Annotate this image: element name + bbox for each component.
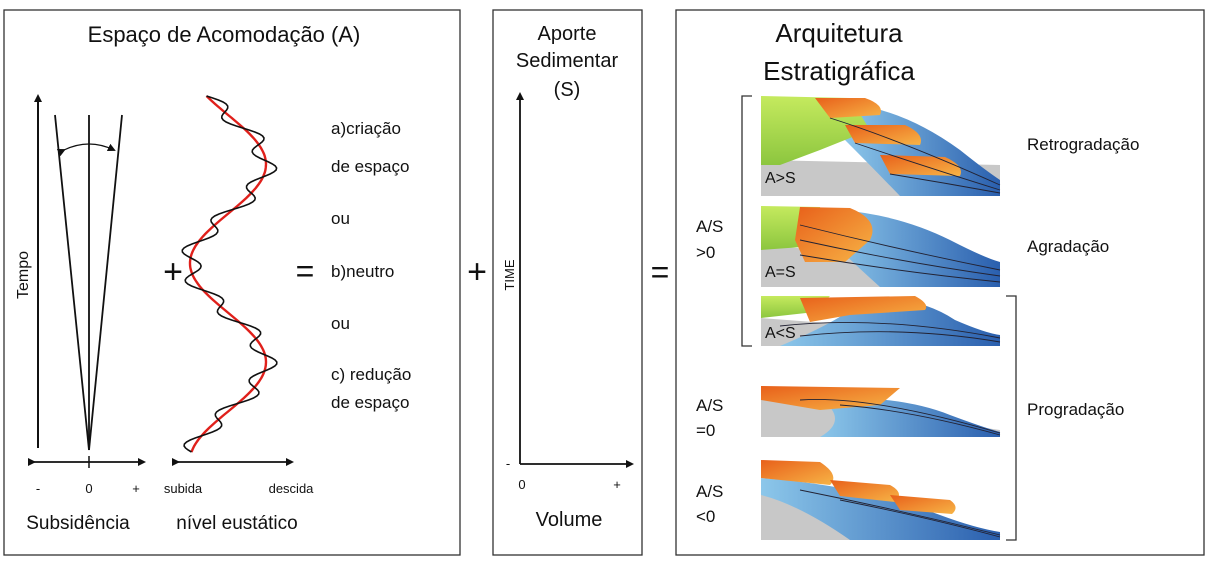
block-fr-orange-3 bbox=[890, 495, 956, 514]
group-zero-label-line1: A/S bbox=[696, 396, 723, 415]
subsidence-tick-zero: 0 bbox=[85, 481, 92, 496]
outcome-c-line1: c) redução bbox=[331, 365, 411, 384]
block-aggr-orange bbox=[795, 207, 873, 262]
group-positive-label-line1: A/S bbox=[696, 217, 723, 236]
outcome-a-line1: a)criação bbox=[331, 119, 401, 138]
subsidence-tick-plus: + bbox=[132, 481, 140, 496]
panel-accommodation-frame bbox=[3, 9, 461, 556]
panel-a-plus: + bbox=[163, 253, 183, 291]
block-aggr-strata bbox=[799, 224, 1001, 283]
subsidence-label: Subsidência bbox=[26, 513, 130, 534]
group-negative-label-line1: A/S bbox=[696, 482, 723, 501]
architecture-title-line1: Arquitetura bbox=[775, 18, 903, 48]
time-axis-label: Tempo bbox=[15, 251, 32, 299]
join-plus: + bbox=[467, 253, 487, 291]
panel-a-equals: = bbox=[296, 253, 315, 289]
block-fr-strata bbox=[799, 489, 1001, 538]
block-fr-orange-2 bbox=[830, 480, 899, 502]
block-progradation-zero bbox=[761, 386, 1001, 437]
block-prog-gt-strata bbox=[779, 321, 1001, 343]
block-progradation-gt: A<S bbox=[761, 296, 1001, 346]
eustatic-black-curve bbox=[181, 95, 278, 453]
panel-architecture-frame bbox=[675, 9, 1205, 556]
block-prog-gt-tag: A<S bbox=[765, 325, 796, 342]
architecture-title-line2: Estratigráfica bbox=[763, 56, 915, 86]
block-retro-orange-1 bbox=[815, 98, 881, 118]
bracket-positive bbox=[741, 95, 752, 347]
group-positive-label-line2: >0 bbox=[696, 243, 715, 262]
label-aggradation: Agradação bbox=[1027, 237, 1109, 256]
block-retro-orange-2 bbox=[845, 125, 921, 145]
label-retrogradation: Retrogradação bbox=[1027, 135, 1139, 154]
block-aggr-blue bbox=[830, 210, 1000, 287]
block-prog-gt-blue bbox=[780, 297, 1000, 346]
supply-x-tick-plus: + bbox=[613, 477, 621, 492]
eustatic-red-curve bbox=[188, 95, 268, 453]
block-prog-zero-orange bbox=[761, 386, 900, 410]
supply-title-line1: Aporte bbox=[538, 23, 597, 45]
eustatic-tick-fall: descida bbox=[269, 481, 315, 496]
outcome-c-line2: de espaço bbox=[331, 393, 409, 412]
supply-y-axis-label: TIME bbox=[502, 259, 517, 290]
eustatic-label: nível eustático bbox=[176, 513, 297, 534]
block-fr-blue bbox=[761, 478, 1000, 540]
outcome-b: b)neutro bbox=[331, 262, 394, 281]
label-progradation: Progradação bbox=[1027, 400, 1124, 419]
supply-title-line2: Sedimentar bbox=[516, 50, 619, 72]
supply-title-line3: (S) bbox=[554, 79, 581, 101]
block-retro-tag: A>S bbox=[765, 170, 796, 187]
eustatic-tick-rise: subida bbox=[164, 481, 203, 496]
block-retro-strata bbox=[829, 117, 1001, 194]
block-fr-orange-1 bbox=[761, 460, 834, 485]
bracket-progradation bbox=[1006, 295, 1017, 541]
supply-x-tick-zero: 0 bbox=[518, 477, 525, 492]
outcome-or-2: ou bbox=[331, 314, 350, 333]
group-zero-label-line2: =0 bbox=[696, 421, 715, 440]
supply-x-axis-label: Volume bbox=[536, 509, 603, 531]
group-negative-label-line2: <0 bbox=[696, 507, 715, 526]
block-prog-gt-orange bbox=[800, 296, 927, 322]
block-aggradation: A=S bbox=[761, 206, 1001, 287]
subsidence-tick-minus: - bbox=[36, 481, 40, 496]
block-prog-zero-strata bbox=[799, 398, 1001, 436]
subsidence-fan-right bbox=[88, 114, 123, 451]
block-retro-orange-3 bbox=[880, 155, 961, 176]
accommodation-title: Espaço de Acomodação (A) bbox=[88, 22, 361, 47]
outcome-or-1: ou bbox=[331, 209, 350, 228]
subsidence-fan-left bbox=[54, 114, 90, 451]
block-retrogradation: A>S bbox=[761, 96, 1001, 196]
outcome-a-line2: de espaço bbox=[331, 157, 409, 176]
block-aggr-tag: A=S bbox=[765, 264, 796, 281]
supply-y-tick-minus: - bbox=[506, 456, 510, 471]
join-equals: = bbox=[651, 254, 670, 290]
panel-supply-frame bbox=[492, 9, 643, 556]
block-forced-regression bbox=[761, 460, 1001, 540]
subsidence-fan-arc bbox=[56, 143, 116, 157]
